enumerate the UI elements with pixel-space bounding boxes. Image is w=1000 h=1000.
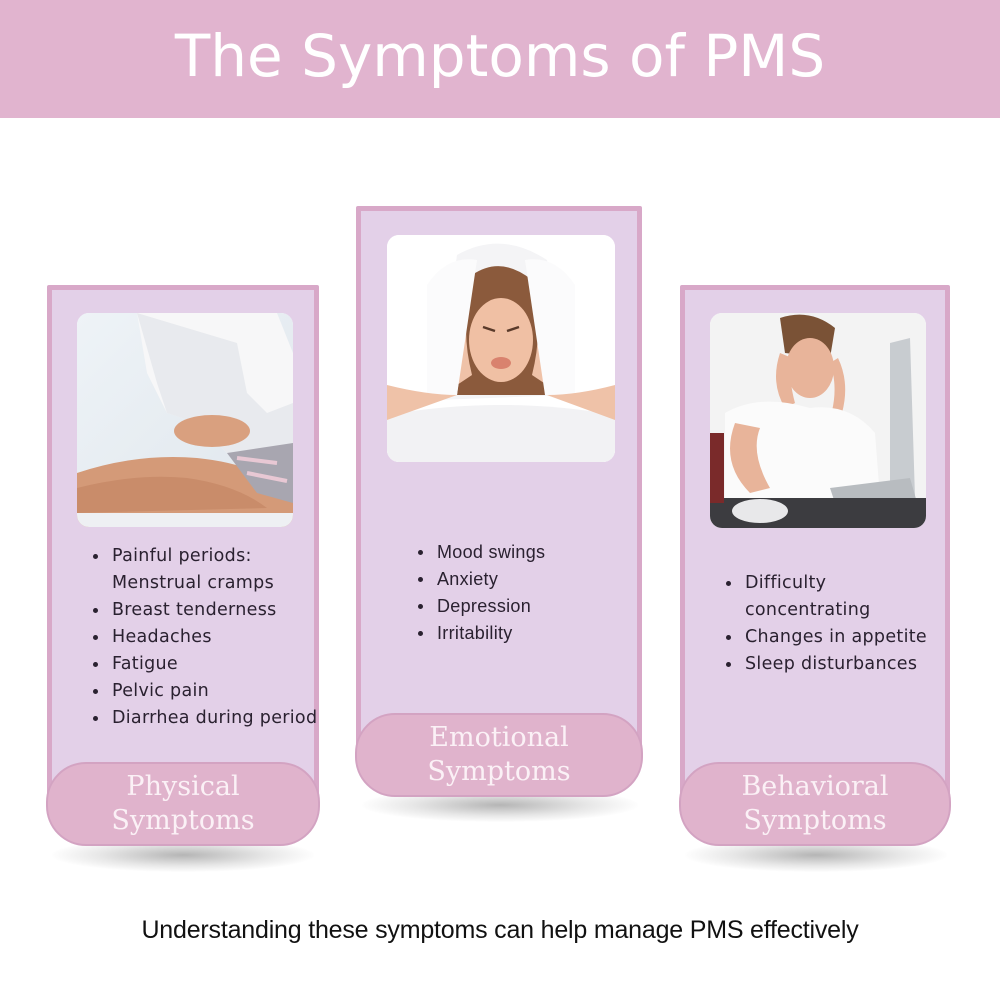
list-item: Diarrhea during period [90,705,320,732]
header-banner: The Symptoms of PMS [0,0,1000,118]
physical-symptoms-label: Physical Symptoms [46,762,320,846]
list-item: Breast tenderness [90,597,320,624]
label-line-1: Emotional [429,722,569,753]
list-item: Fatigue [90,651,320,678]
physical-symptoms-list: Painful periods: Menstrual cramps Breast… [90,543,320,732]
list-item: Anxiety [415,566,635,593]
label-line-2: Symptoms [743,805,887,836]
list-item: Pelvic pain [90,678,320,705]
label-line-1: Physical [126,771,240,802]
behavioral-symptoms-label: Behavioral Symptoms [679,762,951,846]
list-item: Painful periods: Menstrual cramps [90,543,320,597]
card-emotional-symptoms: Mood swings Anxiety Depression Irritabil… [355,206,643,797]
list-item: Changes in appetite [723,624,953,651]
label-line-2: Symptoms [111,805,255,836]
emotional-symptoms-photo [387,235,615,462]
list-item: Sleep disturbances [723,651,953,678]
page-title: The Symptoms of PMS [174,22,826,90]
emotional-symptoms-list: Mood swings Anxiety Depression Irritabil… [415,539,635,647]
behavioral-symptoms-list: Difficulty concentrating Changes in appe… [723,570,953,678]
list-item: Difficulty concentrating [723,570,953,624]
list-item: Mood swings [415,539,635,566]
behavioral-symptoms-photo [710,313,926,528]
emotional-symptoms-label: Emotional Symptoms [355,713,643,797]
card-behavioral-symptoms: Difficulty concentrating Changes in appe… [679,285,953,846]
list-item: Depression [415,593,635,620]
footer-caption: Understanding these symptoms can help ma… [141,916,859,944]
label-line-2: Symptoms [427,756,571,787]
card-physical-symptoms: Painful periods: Menstrual cramps Breast… [46,285,320,846]
list-item: Irritability [415,620,635,647]
label-line-1: Behavioral [741,771,889,802]
list-item: Headaches [90,624,320,651]
physical-symptoms-photo [77,313,293,527]
